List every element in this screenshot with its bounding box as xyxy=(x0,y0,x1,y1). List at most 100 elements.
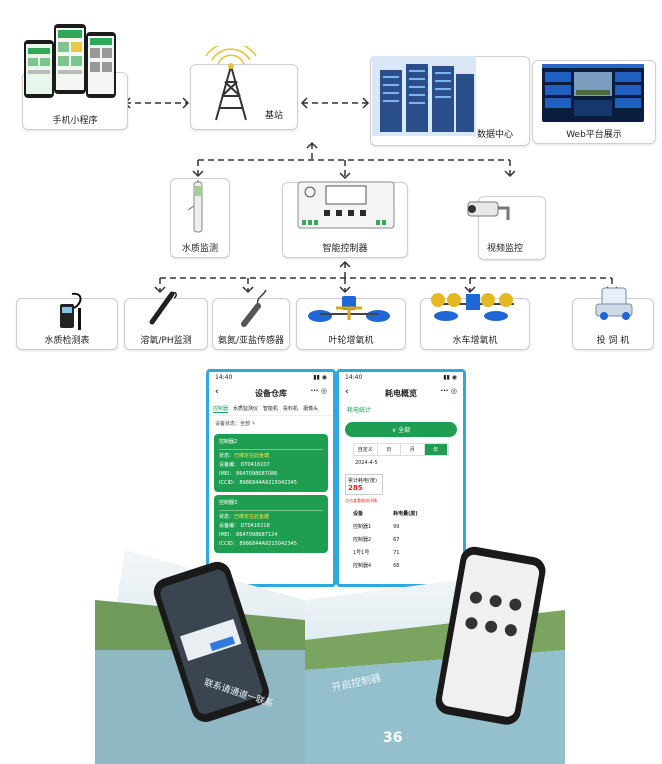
edit-icon[interactable]: ✎ xyxy=(251,421,256,427)
period-selector: 自定义 日 月 年 xyxy=(353,443,449,456)
clock: 14:40 xyxy=(345,374,363,381)
mobile-app-label: 手机小程序 xyxy=(52,116,98,126)
device-iccid: ICCID： 8986844A9215042345 xyxy=(219,541,297,547)
arrowhead xyxy=(306,141,318,149)
device-name: 控制器2 xyxy=(219,438,323,450)
row-value: 67 xyxy=(393,536,400,543)
smart-controller-label: 智能控制器 xyxy=(322,244,368,254)
device-imei: IMEI： 8647098687086 xyxy=(219,471,278,477)
web-dashboard-icon xyxy=(542,64,644,122)
period-custom[interactable]: 自定义 xyxy=(354,444,378,455)
usage-photo: 联系请通道一联系 开启控制器 36 xyxy=(95,540,565,764)
device-card[interactable]: 控制器2 状态：已绑定在此鱼塘 设备编： DT0416107 IMEI： 864… xyxy=(214,434,328,492)
controller-device-icon xyxy=(297,181,395,229)
base-station-node: 基站 xyxy=(190,64,298,130)
fish-feeder-icon xyxy=(595,287,633,320)
device-status-line: 状态：已绑定在此鱼塘 xyxy=(219,453,270,459)
row-device: 1号1号 xyxy=(353,550,370,556)
screen-header: ‹ 耗电概览 ··· ◎ xyxy=(339,386,463,403)
screen-title: 设备仓库 xyxy=(255,389,287,398)
arrowhead xyxy=(362,97,370,109)
row-device: 控制器1 xyxy=(353,524,372,530)
security-camera-icon xyxy=(467,201,510,220)
impeller-aerator-icon xyxy=(308,296,390,322)
date-field[interactable]: 2024-4-5 xyxy=(355,460,378,466)
clock: 14:40 xyxy=(215,374,233,381)
arrowhead xyxy=(339,286,351,294)
row-value: 68 xyxy=(393,562,400,569)
arrowhead xyxy=(504,170,516,178)
more-icon[interactable]: ··· ◎ xyxy=(310,387,327,395)
screen-header: ‹ 设备仓库 ··· ◎ xyxy=(209,386,333,403)
table-row: 控制器4 68 xyxy=(349,559,439,572)
total-value: 285 xyxy=(348,484,363,492)
col-consumption: 耗电量(度) xyxy=(393,511,418,517)
row-device: 控制器4 xyxy=(353,563,372,569)
detail-hint[interactable]: 点击查看耗电详情 xyxy=(345,498,377,503)
period-month[interactable]: 月 xyxy=(401,444,425,455)
waterwheel-aerator-icon xyxy=(431,293,514,321)
tab-water-monitor[interactable]: 水质监测仪 xyxy=(233,406,259,412)
pond-phones-photo xyxy=(95,546,565,764)
arrowhead xyxy=(339,172,351,180)
row-device: 控制器2 xyxy=(353,537,372,543)
web-platform-label: Web平台展示 xyxy=(566,130,622,140)
feeder-label: 投 饲 机 xyxy=(596,336,630,346)
datacenter-label: 数据中心 xyxy=(477,130,514,140)
status-filter[interactable]: 设备状态：全部 ✎ xyxy=(215,421,256,427)
period-year[interactable]: 年 xyxy=(424,444,448,455)
device-status: 已绑定在此鱼塘 xyxy=(234,514,270,520)
status-bar: 14:40 ▮▮ ◉ xyxy=(209,372,333,386)
arrowhead xyxy=(464,286,476,294)
signal-icon: ▮▮ ◉ xyxy=(313,374,327,381)
col-device: 设备 xyxy=(353,511,364,517)
signal-icon: ▮▮ ◉ xyxy=(443,374,457,381)
table-row: 控制器2 67 xyxy=(349,533,439,546)
handheld-meter-icon xyxy=(60,292,82,330)
table-row: 1号1号 71 xyxy=(349,546,439,559)
overlay-corner-number: 36 xyxy=(383,730,403,746)
back-icon[interactable]: ‹ xyxy=(215,387,219,397)
device-name: 控制器3 xyxy=(219,499,323,511)
impeller-aerator-label: 叶轮增氧机 xyxy=(328,336,374,346)
device-tabs: 控制器 水质监测仪 智能机 投料机 摄像头 xyxy=(209,403,333,416)
arrowhead xyxy=(154,286,166,294)
tab-smart[interactable]: 智能机 xyxy=(263,406,279,412)
period-day[interactable]: 日 xyxy=(378,444,401,455)
table-header: 设备 耗电量(度) xyxy=(349,507,439,520)
row-value: 99 xyxy=(393,523,400,530)
power-overview-screen: 14:40 ▮▮ ◉ ‹ 耗电概览 ··· ◎ 耗电统计 ∨ 全部 自定义 日 月… xyxy=(336,369,466,587)
device-card[interactable]: 控制器3 状态：已绑定在此鱼塘 设备编： DT0416218 IMEI： 864… xyxy=(214,495,328,553)
device-status: 已绑定在此鱼塘 xyxy=(234,453,270,459)
water-quality-label: 水质监测 xyxy=(181,244,218,254)
server-rack-icon xyxy=(372,56,476,136)
arrowhead xyxy=(242,286,254,294)
total-label: 累计耗电(度) xyxy=(348,478,377,484)
more-icon[interactable]: ··· ◎ xyxy=(440,387,457,395)
back-icon[interactable]: ‹ xyxy=(345,387,349,397)
tab-camera[interactable]: 摄像头 xyxy=(303,406,319,412)
arrowhead xyxy=(182,97,190,109)
device-status-line: 状态：已绑定在此鱼塘 xyxy=(219,514,270,520)
row-value: 71 xyxy=(393,549,400,556)
consumption-table: 设备 耗电量(度) 控制器1 99 控制器2 67 1号1号 71 控制器4 68 xyxy=(349,507,439,572)
total-consumption: 累计耗电(度) 285 xyxy=(345,474,383,495)
device-select-button[interactable]: ∨ 全部 xyxy=(345,422,457,437)
power-stats-tab[interactable]: 耗电统计 xyxy=(347,407,372,414)
device-sn: 设备编： DT0416107 xyxy=(219,462,270,468)
water-detector-label: 水质检测表 xyxy=(44,336,90,346)
do-ph-probe-icon xyxy=(149,291,177,325)
arrowhead xyxy=(339,260,351,268)
device-sn: 设备编： DT0416218 xyxy=(219,523,270,529)
device-warehouse-screen: 14:40 ▮▮ ◉ ‹ 设备仓库 ··· ◎ 控制器 水质监测仪 智能机 投料机… xyxy=(206,369,336,587)
ammonia-sensor-label: 氨氮/亚盐传感器 xyxy=(217,336,285,346)
tab-controller[interactable]: 控制器 xyxy=(213,406,229,413)
device-imei: IMEI： 8647098687124 xyxy=(219,532,278,538)
arrowhead xyxy=(192,170,204,178)
ammonia-sensor-icon xyxy=(241,289,267,327)
device-iccid: ICCID： 8986844A9215042345 xyxy=(219,480,297,486)
tab-feeder[interactable]: 投料机 xyxy=(283,406,299,412)
waterwheel-aerator-node: 水车增氧机 xyxy=(420,298,530,350)
do-ph-label: 溶氧/PH监测 xyxy=(140,336,192,346)
